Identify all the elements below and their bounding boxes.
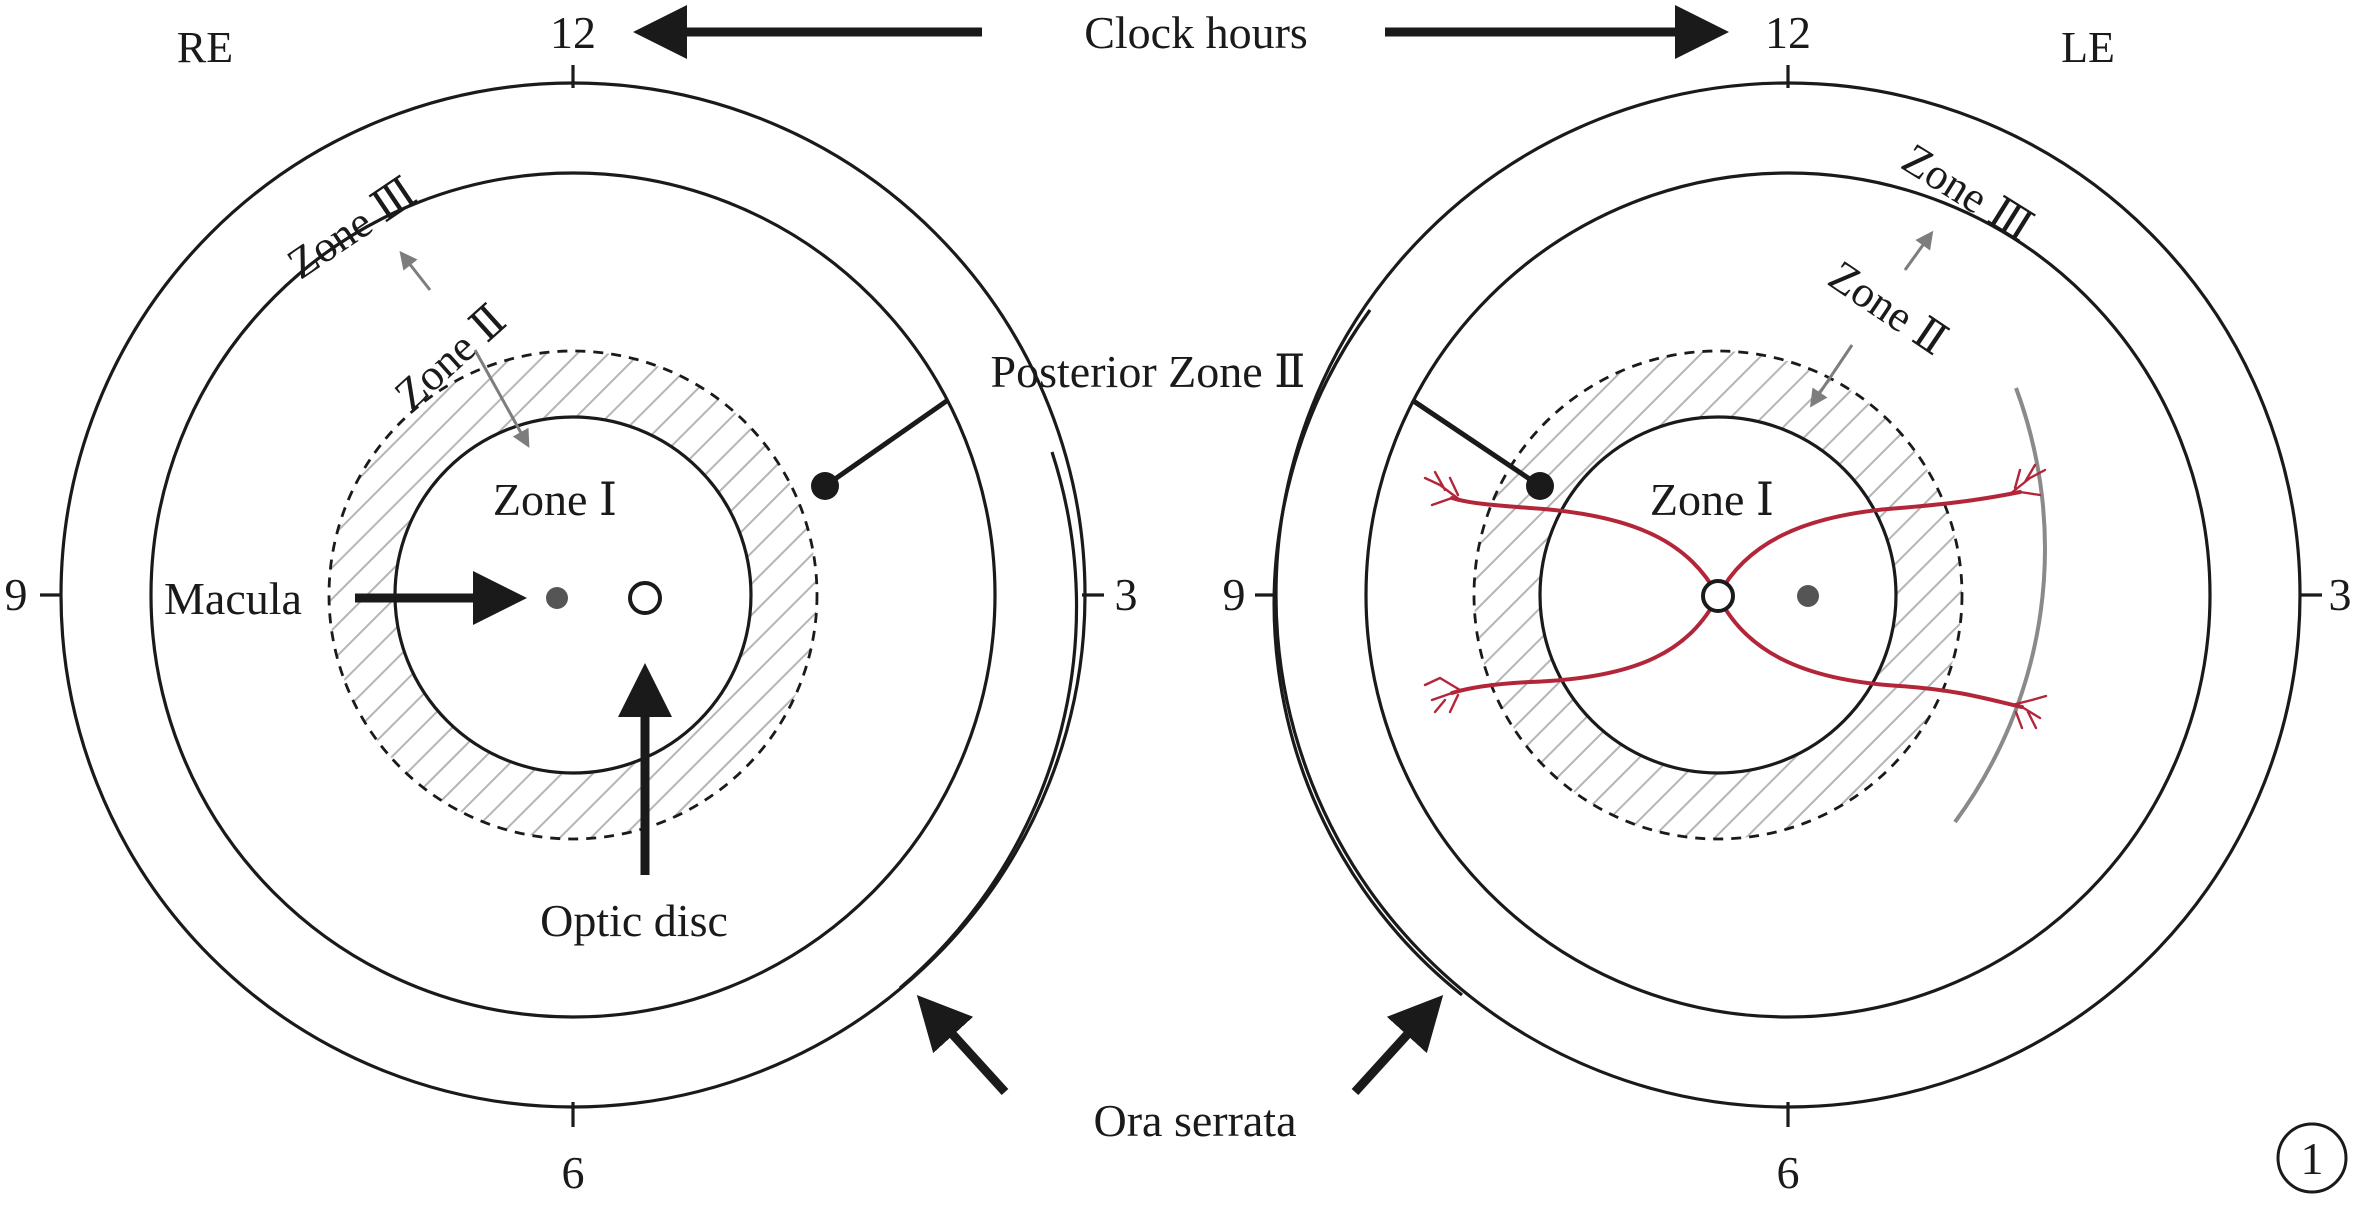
left-hour-6: 6 [1777,1147,1800,1198]
left-zone-i-label: Zone Ⅰ [1650,474,1774,525]
vessel-lower-right [1716,594,2024,709]
left-posterior-zone-ii-boundary [1472,349,1964,841]
left-hour-9: 9 [1223,569,1246,620]
vessel-tuft-lower-right [2010,694,2048,730]
right-posterior-zone-ii-boundary [327,349,819,841]
vessel-upper-right [1716,490,2022,598]
right-zone-ii-circle [149,171,997,1019]
right-zone-ii-arrow-up [399,250,432,291]
right-hour-9: 9 [5,569,28,620]
right-ora-serrata-arc [898,451,1079,990]
left-ora-serrata-arc [1272,309,1463,997]
left-zone-iii-circle [1274,81,2302,1109]
vessel-lower-left [1450,594,1720,695]
left-zone-ii-arrow-down [1809,344,1854,408]
panel-number: 1 [2301,1133,2324,1184]
left-hour-3: 3 [2329,569,2352,620]
left-eye-label: LE [2061,23,2115,72]
left-zone-i-circle [1538,415,1898,775]
panel-number-circle [2276,1122,2348,1194]
right-zone-i-label: Zone Ⅰ [493,474,617,525]
right-hour-6: 6 [562,1147,585,1198]
clock-hours-label: Clock hours [1084,7,1308,58]
vessel-tuft-lower-left [1423,676,1462,714]
left-optic-disc-dot [1701,579,1735,613]
left-retinal-vessels [1423,463,2048,730]
right-hour-12: 12 [550,7,596,58]
posterior-zone-ii-label: Posterior Zone Ⅱ [991,346,1306,397]
vessel-tuft-upper-left [1423,470,1462,507]
vessel-tuft-upper-right [2008,463,2047,497]
ora-serrata-arrow-left-eye [1351,995,1444,1096]
vessel-upper-left [1450,496,1720,598]
left-ridge-arc [1953,387,2047,824]
right-optic-disc-dot [628,581,662,615]
right-hour-3: 3 [1115,569,1138,620]
annotations: Clock hours Posterior Zone Ⅱ Macula Opti… [164,5,2348,1194]
ora-serrata-arrow-right-eye [916,995,1009,1096]
right-macula-dot [546,587,568,609]
left-zone-ii-circle [1364,171,2212,1019]
left-zone-ii-label: Zone Ⅱ [1820,251,1956,365]
optic-disc-label: Optic disc [540,895,728,946]
right-zone-iii-label: Zone Ⅲ [279,167,426,288]
left-hour-12: 12 [1765,7,1811,58]
right-zone-ii-arrow-down [473,349,530,448]
right-eye-label: RE [177,23,233,72]
left-eye-diagram: LE 12 6 9 3 Zone Ⅰ Zone Ⅱ Zone Ⅲ [1223,7,2352,1198]
posterior-zone-ii-pointer-right-eye [823,397,950,489]
posterior-zone-ii-pointer-left-eye [1410,397,1542,489]
ora-serrata-label: Ora serrata [1093,1095,1296,1146]
macula-label: Macula [164,573,302,624]
left-macula-dot [1797,585,1819,607]
left-zone-ii-arrow-up [1903,230,1934,271]
